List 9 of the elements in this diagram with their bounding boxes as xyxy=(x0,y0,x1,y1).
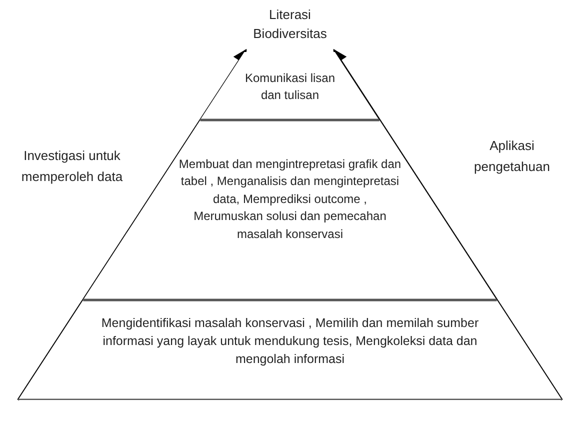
pyramid-tier xyxy=(18,300,562,400)
arrow xyxy=(333,48,563,401)
tier-text: Mengidentifikasi masalah konservasi , Memilih dan memilah sumber informasi yang layak untuk mendukung tesis, Mengkoleksi data dan mengolah informasi xyxy=(100,315,480,368)
tier-text: Komunikasi lisan dan tulisan xyxy=(244,70,336,104)
side-label: Aplikasi pengetahuan xyxy=(473,137,551,176)
tier-text: Membuat dan mengintrepretasi grafik dan tabel , Menganalisis dan mengintepretasi data, Memprediksi outcome , Merumuskan solusi dan pemecahan masalah konservasi xyxy=(178,156,402,243)
side-label: Investigasi untuk memperoleh data xyxy=(20,147,124,186)
pyramid-tier xyxy=(200,52,380,120)
arrow xyxy=(17,48,247,401)
